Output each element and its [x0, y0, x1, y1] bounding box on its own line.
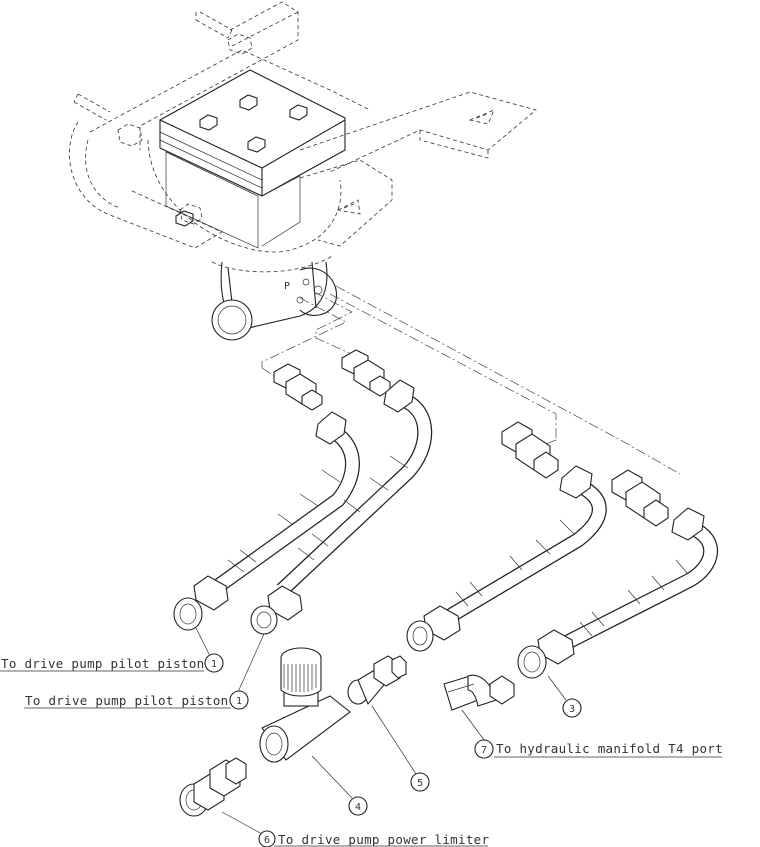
callout-6-circle	[258, 830, 276, 847]
hose-3-right	[517, 507, 718, 679]
part-5-fitting	[347, 655, 407, 706]
hose-3-left	[406, 465, 607, 652]
mounting-bracket	[69, 1, 537, 273]
callout-7-circle	[474, 739, 494, 759]
callout-6-text: To drive pump power limiter	[278, 832, 489, 847]
callout-4-number: 4	[355, 802, 361, 813]
callout-5-circle	[410, 772, 430, 792]
part-7-elbow	[443, 674, 515, 711]
hose-1-left	[173, 411, 360, 631]
center-lines	[261, 285, 681, 475]
callout-7[interactable]: 7 To hydraulic manifold T4 port	[461, 709, 723, 759]
part-4-valve	[259, 647, 351, 763]
part-6-fitting	[179, 757, 247, 817]
callout-1-bottom-circle	[229, 690, 249, 710]
callout-6[interactable]: 6 To drive pump power limiter	[221, 811, 489, 847]
callout-6-number: 6	[264, 835, 270, 846]
adapter-fitting-middle	[341, 349, 391, 397]
adapter-fitting-left	[273, 363, 323, 411]
port-label: P	[284, 281, 290, 292]
pump-mount-block	[159, 69, 346, 249]
hose-1-right	[250, 379, 433, 635]
callout-7-text: To hydraulic manifold T4 port	[496, 741, 723, 756]
callout-3-circle	[562, 698, 582, 718]
callout-1-bottom-text: To drive pump pilot piston	[25, 693, 228, 708]
callout-5[interactable]: 5	[371, 705, 430, 792]
callout-1-top-number: 1	[211, 659, 217, 670]
callout-4-circle	[348, 796, 368, 816]
adapter-fitting-right-b	[611, 469, 669, 527]
callout-1-bottom[interactable]: To drive pump pilot piston 1	[24, 633, 265, 710]
adapter-fitting-right-a	[501, 421, 559, 479]
callout-1-top-circle	[204, 653, 224, 673]
callout-5-number: 5	[417, 778, 423, 789]
callout-3-number: 3	[569, 704, 575, 715]
callout-1-top-text: To drive pump pilot piston	[1, 656, 204, 671]
callout-1-bottom-number: 1	[236, 696, 242, 707]
callout-4[interactable]: 4	[311, 755, 368, 816]
callout-3[interactable]: 3	[547, 675, 582, 718]
callout-7-number: 7	[481, 745, 487, 756]
pump-body: P	[211, 261, 338, 341]
callout-1-top[interactable]: To drive pump pilot piston 1	[0, 627, 224, 673]
